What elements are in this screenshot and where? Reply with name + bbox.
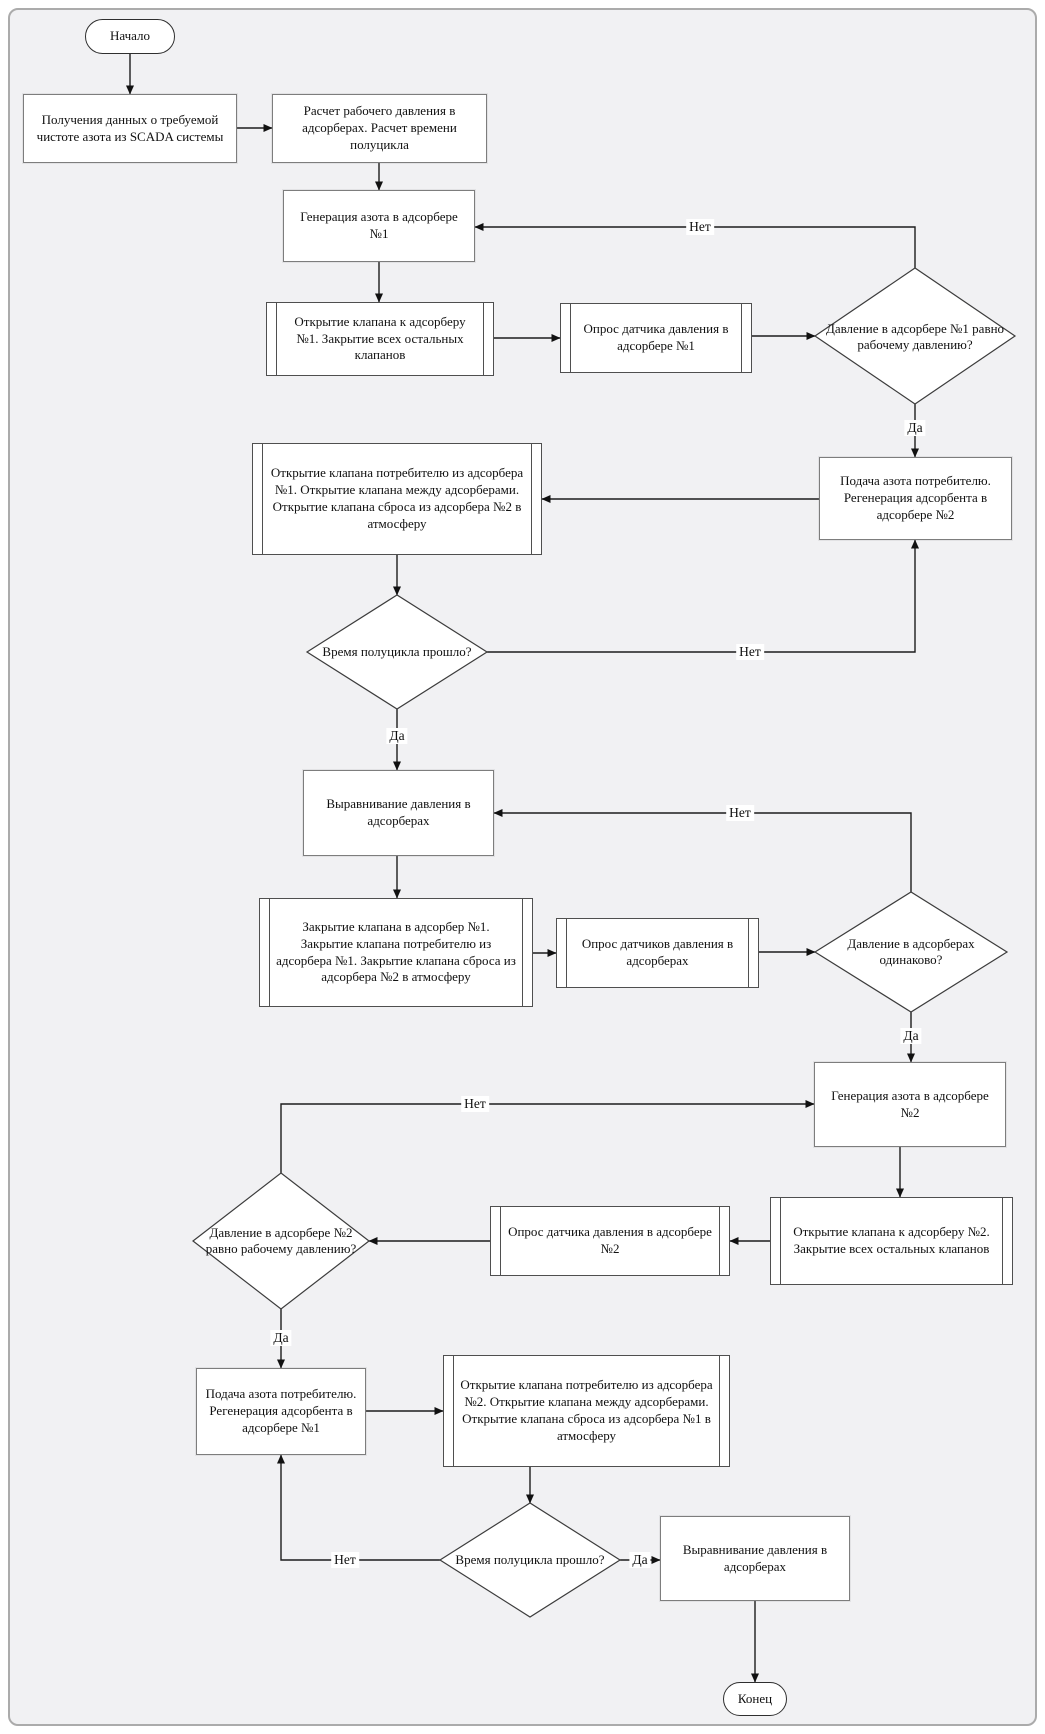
decision-shapes: [192, 267, 1017, 1618]
end-terminator: Конец: [723, 1682, 787, 1716]
process-generate-nitrogen-ads2: Генерация азота в адсорбере №2: [814, 1062, 1006, 1147]
edge-label-yes-press2: Да: [270, 1330, 292, 1346]
process-get-data-scada: Получения данных о требуемой чистоте азо…: [23, 94, 237, 163]
edge-label-yes-press1: Да: [904, 420, 926, 436]
edge-label-no-press1: Нет: [686, 219, 714, 235]
predefined-close-valves-ads1: Закрытие клапана в адсорбер №1. Закрытие…: [259, 898, 533, 1007]
predefined-open-consumer-valves-ads2: Открытие клапана потребителю из адсорбер…: [443, 1355, 730, 1467]
edge-qequal-no-equalize1: [493, 809, 912, 892]
start-terminator: Начало: [85, 19, 175, 54]
process-equalize-pressure-2: Выравнивание давления в адсорберах: [660, 1516, 850, 1601]
decision-pressure-ads1-label: Давление в адсорбере №1 равно рабочему д…: [825, 320, 1005, 352]
decision-pressure-ads2-label: Давление в адсорбере №2 равно рабочему д…: [205, 1224, 357, 1256]
decision-pressure-equal-shape: [813, 891, 1009, 1013]
edge-label-no-halfcycle1: Нет: [736, 644, 764, 660]
decision-halfcycle1-label: Время полуцикла прошло?: [322, 643, 472, 659]
decision-pressure-equal-label: Давление в адсорберах одинаково?: [847, 935, 975, 967]
predefined-poll-sensor-ads2: Опрос датчика давления в адсорбере №2: [490, 1206, 730, 1276]
decision-pressure-ads1-shape: [813, 267, 1017, 405]
predefined-poll-sensor-ads1: Опрос датчика давления в адсорбере №1: [560, 303, 752, 373]
predefined-open-valve-ads1: Открытие клапана к адсорберу №1. Закрыти…: [266, 302, 494, 376]
process-generate-nitrogen-ads1: Генерация азота в адсорбере №1: [283, 190, 475, 262]
edge-label-yes-halfcycle2: Да: [629, 1552, 651, 1568]
decision-halfcycle2-label: Время полуцикла прошло?: [455, 1551, 605, 1567]
edge-label-yes-equal: Да: [900, 1028, 922, 1044]
process-calc-pressure-halfcycle: Расчет рабочего давления в адсорберах. Р…: [272, 94, 487, 163]
predefined-open-valve-ads2: Открытие клапана к адсорберу №2. Закрыти…: [770, 1197, 1013, 1285]
predefined-open-consumer-valves-ads1: Открытие клапана потребителю из адсорбер…: [252, 443, 542, 555]
edge-label-yes-halfcycle1: Да: [386, 728, 408, 744]
edge-qhalf1-no-supply2: [487, 539, 919, 653]
process-supply-regen-ads1: Подача азота потребителю. Регенерация ад…: [196, 1368, 366, 1455]
edge-qhalf2-no-supply1: [277, 1454, 440, 1561]
decision-halfcycle2-shape: [438, 1502, 622, 1618]
predefined-poll-sensors-all: Опрос датчиков давления в адсорберах: [556, 918, 759, 988]
edge-label-no-press2: Нет: [461, 1096, 489, 1112]
process-supply-regen-ads2: Подача азота потребителю. Регенерация ад…: [819, 457, 1012, 540]
decision-pressure-ads2-shape: [192, 1172, 370, 1310]
connector-lines: [126, 54, 919, 1683]
edge-qpress2-no-gen2: [280, 1100, 815, 1173]
decision-halfcycle1-shape: [305, 594, 489, 710]
edge-label-no-halfcycle2: Нет: [331, 1552, 359, 1568]
edge-label-no-equal: Нет: [726, 805, 754, 821]
edge-qpress1-no-gen1: [474, 223, 916, 268]
process-equalize-pressure-1: Выравнивание давления в адсорберах: [303, 770, 494, 856]
